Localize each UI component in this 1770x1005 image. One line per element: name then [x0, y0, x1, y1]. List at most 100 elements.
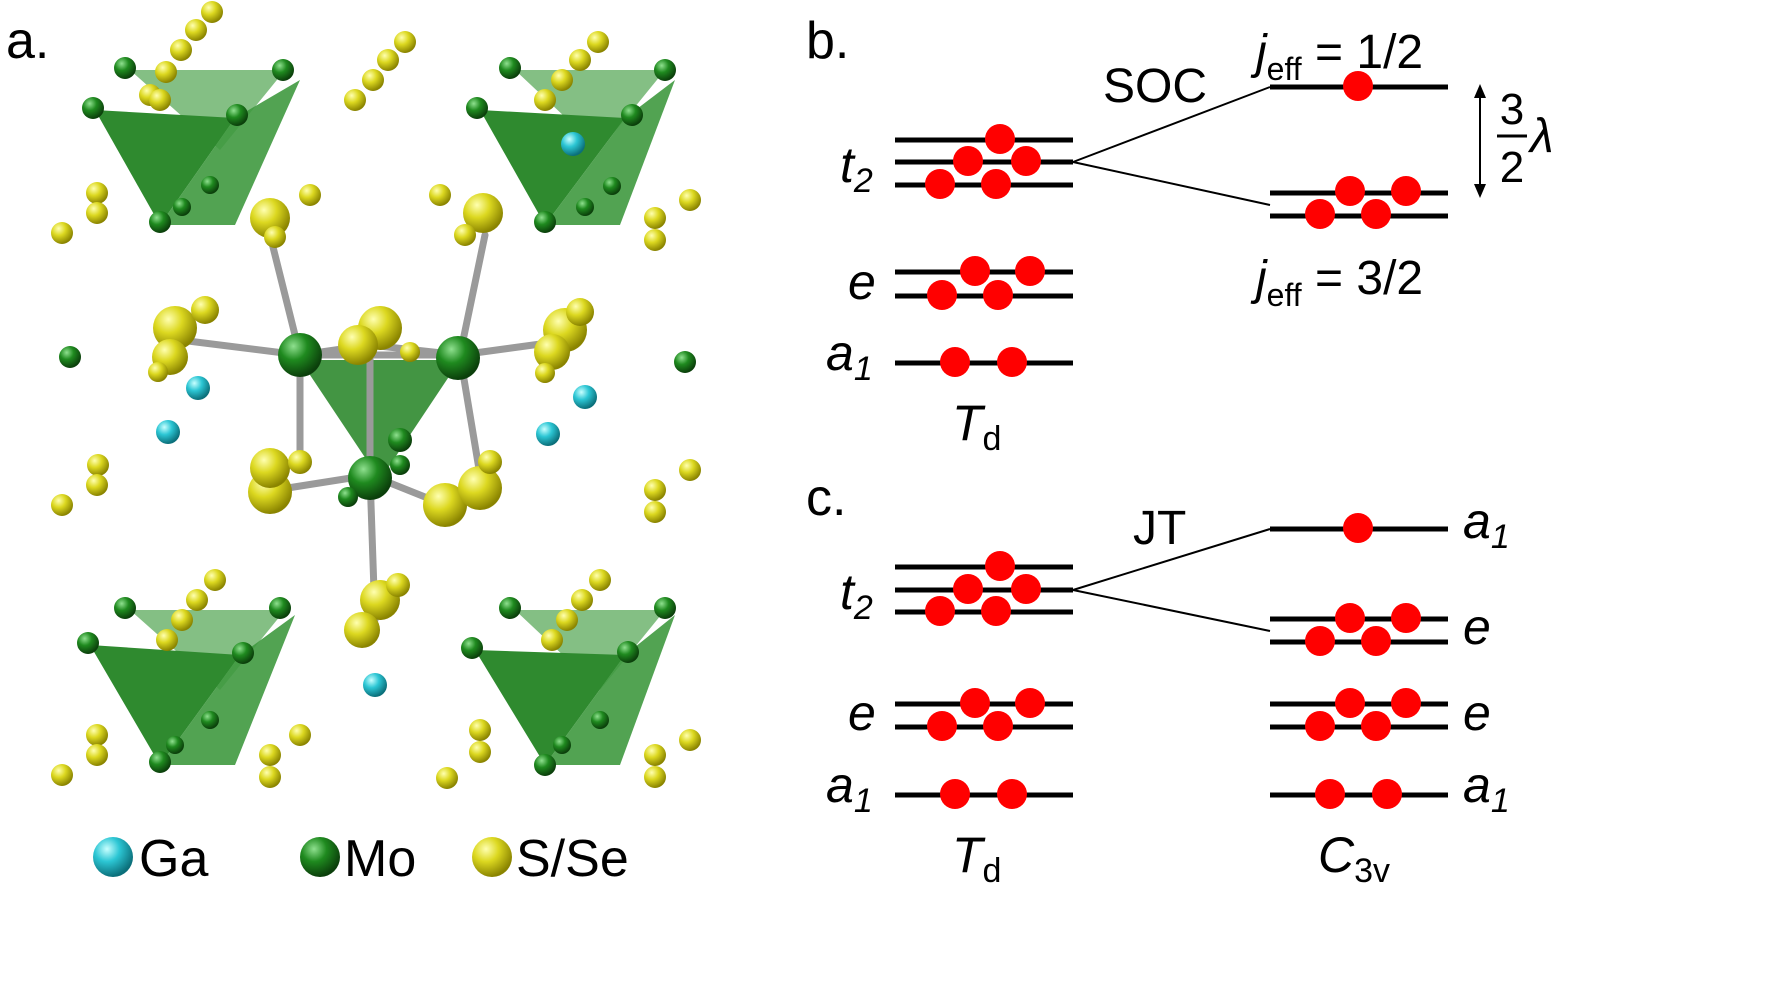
mo-atom	[617, 641, 639, 663]
s-se-atom	[86, 202, 108, 224]
panel-c-diagram: JT t2 e a1 a1 e e a1 Td C3v	[826, 493, 1510, 890]
s-se-atom	[566, 298, 594, 326]
electron	[997, 347, 1027, 377]
b-connector-down	[1072, 161, 1271, 206]
s-se-atom	[344, 612, 380, 648]
legend-label-ga: Ga	[139, 830, 208, 888]
s-se-atom	[541, 629, 563, 651]
electron	[1305, 626, 1335, 656]
mo-atom	[166, 736, 184, 754]
tetrahedron-bottom-right	[475, 610, 675, 765]
s-se-atom	[299, 184, 321, 206]
electron	[1305, 711, 1335, 741]
mo-atom	[149, 751, 171, 773]
ga-atom	[186, 376, 210, 400]
s-se-atom	[644, 207, 666, 229]
s-se-atom	[377, 49, 399, 71]
s-se-atom	[204, 569, 226, 591]
s-se-atom	[186, 589, 208, 611]
electron	[1361, 626, 1391, 656]
b-a1-label: a1	[826, 325, 873, 388]
electron	[1372, 779, 1402, 809]
b-connector-up	[1072, 86, 1271, 163]
mo-atom	[576, 198, 594, 216]
electron	[1391, 176, 1421, 206]
s-se-atom	[86, 744, 108, 766]
mo-atom	[59, 346, 81, 368]
mo-atom	[149, 211, 171, 233]
s-se-atom	[394, 31, 416, 53]
electron	[940, 347, 970, 377]
s-se-atom	[156, 629, 178, 651]
s-se-atom	[400, 342, 420, 362]
fraction-numerator: 3	[1500, 85, 1524, 134]
s-se-atom	[436, 767, 458, 789]
mo-atom	[201, 711, 219, 729]
s-se-atom	[362, 69, 384, 91]
b-e-label: e	[848, 254, 876, 310]
s-se-atom	[171, 609, 193, 631]
fraction-symbol: λ	[1527, 110, 1554, 163]
s-se-atom	[289, 724, 311, 746]
electron	[981, 596, 1011, 626]
c-e-label: e	[848, 685, 876, 741]
ga-atom	[561, 132, 585, 156]
electron	[1015, 256, 1045, 286]
panel-label-b: b.	[806, 12, 849, 70]
mo-atom	[499, 597, 521, 619]
electron	[1011, 146, 1041, 176]
s-se-atom	[155, 61, 177, 83]
mo-atom	[654, 597, 676, 619]
legend-swatch-s-se	[472, 837, 512, 877]
s-se-atom	[644, 766, 666, 788]
s-se-atom	[86, 474, 108, 496]
electron	[1015, 688, 1045, 718]
b-split-arrow	[1474, 84, 1486, 198]
legend: Ga Mo S/Se	[93, 830, 629, 888]
s-se-atom	[170, 39, 192, 61]
c-right-a1-label: a1	[1463, 757, 1510, 820]
mo-atom	[674, 351, 696, 373]
electron	[1391, 688, 1421, 718]
c-process-label: JT	[1133, 502, 1186, 555]
s-se-atom	[87, 454, 109, 476]
b-split-fraction: 3 2 λ	[1497, 85, 1554, 192]
mo-atom	[534, 754, 556, 776]
c-group-right-label: C3v	[1318, 827, 1390, 890]
s-se-atom	[469, 741, 491, 763]
b-electrons	[925, 71, 1421, 377]
electron	[985, 551, 1015, 581]
electron	[953, 146, 983, 176]
mo-atom	[82, 97, 104, 119]
c-a1-label: a1	[826, 757, 873, 820]
legend-swatch-mo	[300, 837, 340, 877]
ga-atom	[573, 385, 597, 409]
s-se-atom	[556, 609, 578, 631]
panel-label-a: a.	[6, 12, 49, 70]
electron	[1343, 513, 1373, 543]
c-connector-down	[1072, 589, 1271, 632]
electron	[1315, 779, 1345, 809]
c-right-a1-top-label: a1	[1463, 493, 1510, 556]
mo-atom	[77, 632, 99, 654]
legend-swatch-ga	[93, 837, 133, 877]
ga-atom	[363, 673, 387, 697]
crystal-structure	[51, 1, 701, 789]
electron	[960, 256, 990, 286]
electron	[983, 280, 1013, 310]
ga-atom	[156, 420, 180, 444]
s-se-atom	[51, 764, 73, 786]
electron	[1361, 199, 1391, 229]
s-se-atom	[644, 501, 666, 523]
s-se-atom	[153, 306, 197, 350]
c-electrons	[925, 513, 1421, 809]
mo-atom	[591, 711, 609, 729]
mo-atom	[272, 59, 294, 81]
mo-atom	[348, 456, 392, 500]
s-se-atom	[569, 49, 591, 71]
electron	[925, 169, 955, 199]
c-right-e-split-label: e	[1463, 599, 1491, 655]
mo-atom	[338, 487, 358, 507]
s-se-atom	[86, 182, 108, 204]
s-se-atom	[571, 589, 593, 611]
